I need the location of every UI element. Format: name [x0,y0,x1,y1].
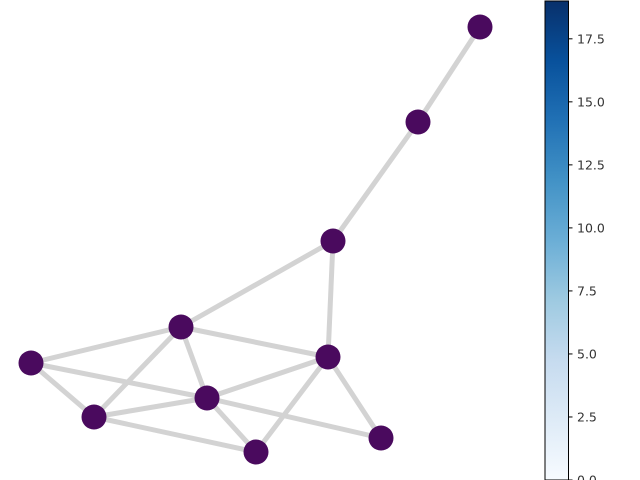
graph-node-n6 [81,404,107,430]
graph-node-n2 [320,228,346,254]
graph-node-n8 [368,425,394,451]
colorbar-tick-label: 15.0 [577,94,605,109]
graph-edge-n2-n3 [178,238,336,330]
graph-edge-n5-n7 [28,360,210,401]
graph-edge-n0-n1 [415,24,483,125]
colorbar-gradient [544,0,569,480]
graph-edge-n1-n2 [330,119,421,244]
graph-node-n1 [405,109,431,135]
graph-node-n4 [315,344,341,370]
graph-edge-n6-n9 [91,414,259,455]
graph-edge-n6-n7 [91,395,210,420]
graph-edge-n2-n4 [325,238,336,360]
graph-edges [28,24,483,455]
graph-node-n7 [194,385,220,411]
graph-node-n0 [467,14,493,40]
colorbar-tick-label: 10.0 [577,220,605,235]
colorbar-tick-label: 7.5 [577,283,597,298]
graph-edge-n3-n5 [28,324,184,366]
colorbar-tick-label: 0.0 [577,473,597,480]
graph-edge-n5-n6 [28,360,97,420]
colorbar-ticks: 0.0 2.5 5.0 7.5 10.0 12.5 15.0 17.5 [568,31,605,480]
graph-node-n3 [168,314,194,340]
graph-edge-n3-n7 [178,324,210,401]
graph-node-n9 [243,439,269,465]
graph-edge-n4-n8 [325,354,384,441]
graph-nodes [18,14,493,465]
colorbar-tick-label: 5.0 [577,346,597,361]
colorbar-tick-label: 12.5 [577,157,605,172]
graph-node-n5 [18,350,44,376]
graph-edge-n3-n6 [91,324,184,420]
graph-edge-n4-n7 [204,354,331,401]
graph-edge-n7-n8 [204,395,384,441]
colorbar-tick-label: 2.5 [577,409,597,424]
colorbar: 0.0 2.5 5.0 7.5 10.0 12.5 15.0 17.5 [544,0,605,480]
colorbar-tick-label: 17.5 [577,31,605,46]
graph-edge-n4-n9 [253,354,331,455]
graph-edge-n3-n4 [178,324,331,360]
